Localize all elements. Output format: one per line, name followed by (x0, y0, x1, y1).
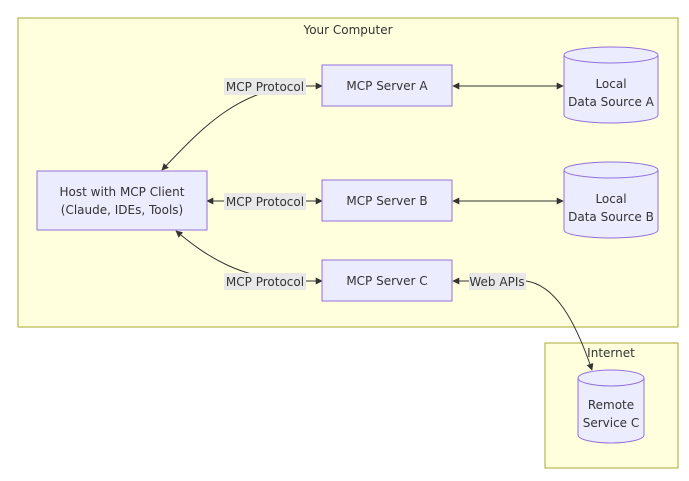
node-server-a-box (321, 64, 453, 107)
node-server-b-box (321, 179, 453, 222)
edges (161, 82, 594, 371)
cluster-internet-box (544, 342, 679, 469)
node-local-a-cylinder (563, 46, 659, 124)
node-host-line1: Host with MCP Client (60, 185, 185, 199)
edge-label-web-apis-bg (469, 273, 526, 290)
edge-server-c-remote-c (525, 280, 594, 371)
edge-label-host-b: MCP Protocol (224, 193, 306, 210)
node-local-b: Local Data Source B (563, 161, 659, 239)
edge-label-host-a-bg (224, 78, 306, 95)
edge-label-host-c-bg (224, 273, 306, 290)
node-server-a-label: MCP Server A (346, 79, 428, 93)
node-local-a-rim (563, 54, 659, 64)
node-server-c: MCP Server C (321, 259, 453, 302)
cluster-internet-title: Internet (587, 346, 635, 360)
cluster-your-computer-title: Your Computer (302, 23, 392, 37)
node-host: Host with MCP Client (Claude, IDEs, Tool… (36, 170, 208, 231)
node-remote-c-line1: Remote (588, 398, 634, 412)
node-server-a: MCP Server A (321, 64, 453, 107)
node-remote-c-cylinder (577, 369, 645, 444)
node-host-line2: (Claude, IDEs, Tools) (61, 203, 183, 217)
node-local-b-line2: Data Source B (568, 210, 654, 224)
node-local-b-rim (563, 169, 659, 179)
edge-label-web-apis-text: Web APIs (469, 275, 524, 289)
node-server-c-label: MCP Server C (346, 274, 427, 288)
edge-label-host-b-bg (224, 193, 306, 210)
node-server-b: MCP Server B (321, 179, 453, 222)
edge-label-host-a: MCP Protocol (224, 78, 306, 95)
node-local-b-cylinder (563, 161, 659, 239)
node-server-c-box (321, 259, 453, 302)
node-remote-c-line2: Service C (583, 416, 640, 430)
edge-label-host-a-text: MCP Protocol (226, 80, 304, 94)
edge-label-web-apis: Web APIs (469, 273, 526, 290)
edge-label-host-c: MCP Protocol (224, 273, 306, 290)
node-local-a-line1: Local (595, 77, 626, 91)
cluster-internet: Internet (544, 342, 679, 469)
edge-label-host-c-text: MCP Protocol (226, 275, 304, 289)
node-server-b-label: MCP Server B (346, 194, 427, 208)
node-remote-c-rim (577, 377, 645, 387)
node-remote-c: Remote Service C (577, 369, 645, 444)
node-host-box (36, 170, 208, 231)
node-local-a: Local Data Source A (563, 46, 659, 124)
node-local-a-line2: Data Source A (568, 95, 654, 109)
node-local-b-line1: Local (595, 192, 626, 206)
edge-label-host-b-text: MCP Protocol (226, 195, 304, 209)
